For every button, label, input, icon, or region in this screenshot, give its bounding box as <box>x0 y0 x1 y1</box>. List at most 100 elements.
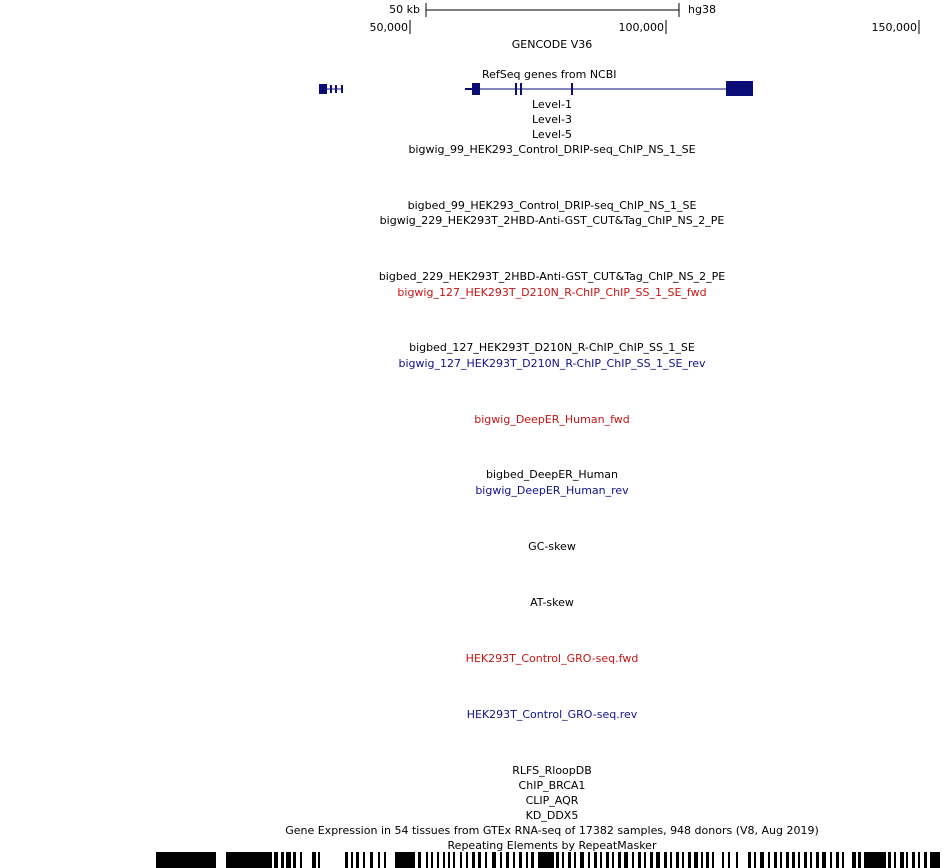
repeat-element <box>900 852 904 868</box>
track-label[interactable]: bigbed_127_HEK293T_D210N_R-ChIP_ChIP_SS_… <box>409 341 695 354</box>
repeat-element <box>830 852 832 868</box>
repeat-element <box>300 852 302 868</box>
repeat-element <box>804 852 807 868</box>
repeat-element <box>918 852 920 868</box>
repeat-element <box>588 852 590 868</box>
repeat-element <box>606 852 609 868</box>
repeat-element <box>500 852 502 868</box>
scale-bar-label: 50 kb <box>389 3 420 16</box>
repeat-element <box>722 852 724 868</box>
repeat-element <box>858 852 861 868</box>
track-label[interactable]: AT-skew <box>530 596 574 609</box>
track-label[interactable]: bigwig_127_HEK293T_D210N_R-ChIP_ChIP_SS_… <box>398 357 706 370</box>
repeat-element <box>842 852 844 868</box>
track-label[interactable]: bigwig_229_HEK293T_2HBD-Anti-GST_CUT&Tag… <box>379 214 725 227</box>
track-label[interactable]: HEK293T_Control_GRO-seq.fwd <box>465 652 639 665</box>
repeat-element <box>443 852 445 868</box>
track-label[interactable]: bigbed_99_HEK293_Control_DRIP-seq_ChIP_N… <box>407 199 697 212</box>
repeat-element <box>798 852 800 868</box>
track-label[interactable]: HEK293T_Control_GRO-seq.rev <box>466 708 638 721</box>
repeat-element <box>632 852 634 868</box>
repeat-element <box>760 852 764 868</box>
repeat-element <box>370 852 373 868</box>
track-label[interactable]: KD_DDX5 <box>525 809 579 822</box>
track-label[interactable]: bigbed_229_HEK293T_2HBD-Anti-GST_CUT&Tag… <box>378 270 726 283</box>
repeat-element <box>748 852 751 868</box>
track-label[interactable]: bigwig_99_HEK293_Control_DRIP-seq_ChIP_N… <box>408 143 696 156</box>
repeat-element <box>836 852 839 868</box>
repeat-element <box>286 852 291 868</box>
track-label[interactable]: CLIP_AQR <box>525 794 579 807</box>
repeat-element <box>864 852 886 868</box>
repeat-element <box>924 852 927 868</box>
repeat-element <box>281 852 284 868</box>
repeat-element <box>624 852 628 868</box>
repeat-element <box>351 852 353 868</box>
repeat-element <box>574 852 576 868</box>
repeat-element <box>822 852 826 868</box>
track-label[interactable]: ChIP_BRCA1 <box>518 779 586 792</box>
track-label-refseq[interactable]: RefSeq genes from NCBI <box>482 68 617 81</box>
repeat-element <box>363 852 365 868</box>
repeat-element <box>531 852 534 868</box>
track-label-level-1[interactable]: Level-1 <box>531 98 573 111</box>
repeat-element <box>356 852 359 868</box>
repeat-element <box>816 852 819 868</box>
repeat-element <box>618 852 621 868</box>
repeat-element <box>431 852 433 868</box>
repeat-element <box>682 852 684 868</box>
repeat-element <box>712 852 714 868</box>
repeat-element <box>568 852 571 868</box>
repeat-element <box>810 852 812 868</box>
repeat-element <box>594 852 597 868</box>
repeat-element <box>650 852 653 868</box>
repeat-element <box>754 852 756 868</box>
ruler-tick-label: 50,000 <box>369 21 409 34</box>
repeat-element <box>418 852 421 868</box>
repeat-element <box>612 852 614 868</box>
repeat-element <box>792 852 795 868</box>
repeat-element <box>644 852 646 868</box>
repeat-element <box>701 852 703 868</box>
repeat-element <box>156 852 216 868</box>
repeat-element <box>312 852 316 868</box>
track-label-level-5[interactable]: Level-5 <box>531 128 573 141</box>
track-label[interactable]: Gene Expression in 54 tissues from GTEx … <box>285 824 819 837</box>
track-label[interactable]: bigwig_DeepER_Human_rev <box>475 484 629 497</box>
repeat-element <box>460 852 462 868</box>
repeat-element <box>852 852 856 868</box>
repeat-element <box>638 852 641 868</box>
ruler-tick-label: 150,000 <box>871 21 918 34</box>
repeat-element <box>378 852 380 868</box>
repeat-element <box>453 852 455 868</box>
repeat-element <box>728 852 730 868</box>
repeat-element <box>912 852 915 868</box>
repeat-element <box>437 852 439 868</box>
repeat-element <box>562 852 564 868</box>
repeat-element <box>664 852 667 868</box>
repeat-element <box>345 852 348 868</box>
track-label[interactable]: bigwig_127_HEK293T_D210N_R-ChIP_ChIP_SS_… <box>397 286 707 299</box>
repeat-element <box>466 852 468 868</box>
track-label[interactable]: Repeating Elements by RepeatMasker <box>447 839 657 852</box>
repeat-element <box>768 852 770 868</box>
track-label[interactable]: bigwig_DeepER_Human_fwd <box>474 413 630 426</box>
repeat-element <box>472 852 475 868</box>
repeat-element <box>786 852 789 868</box>
repeat-element <box>670 852 672 868</box>
track-label-level-3[interactable]: Level-3 <box>531 113 573 126</box>
repeat-element <box>226 852 272 868</box>
repeat-element <box>293 852 296 868</box>
repeat-element <box>426 852 428 868</box>
track-label[interactable]: GC-skew <box>528 540 576 553</box>
repeat-element <box>706 852 709 868</box>
track-label[interactable]: RLFS_RloopDB <box>512 764 592 777</box>
track-label-gencode[interactable]: GENCODE V36 <box>511 38 593 51</box>
repeat-element <box>656 852 660 868</box>
assembly-label: hg38 <box>688 3 716 16</box>
repeat-element <box>448 852 450 868</box>
track-label[interactable]: bigbed_DeepER_Human <box>485 468 619 481</box>
